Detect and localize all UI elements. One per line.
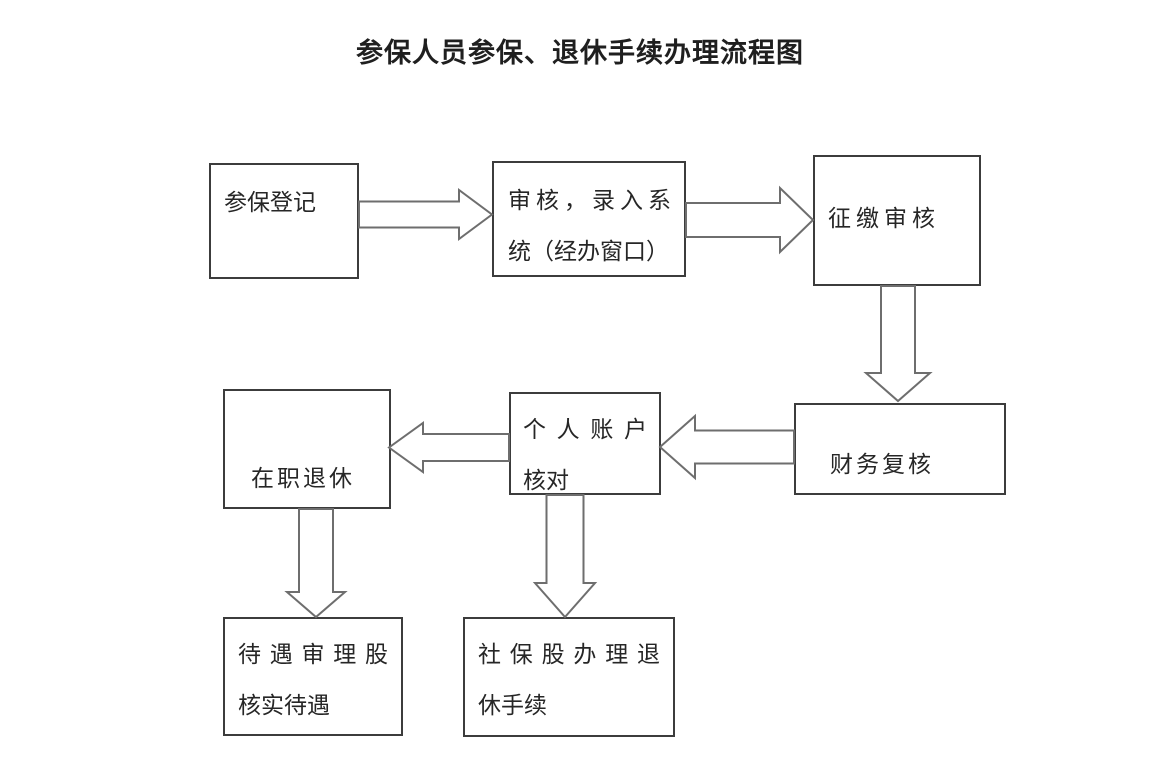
arrow-review-to-levy-icon — [685, 185, 815, 255]
node-label-line1: 待遇审理股 — [238, 641, 388, 667]
node-label: 参保登记 — [224, 189, 316, 215]
arrow-enroll-to-review-icon — [358, 188, 494, 241]
arrow-finance-to-account-icon — [658, 413, 795, 481]
node-label-line1: 个人账户 — [523, 416, 647, 442]
node-label-line1: 审核，录入系 — [508, 187, 671, 213]
node-levy-review: 征缴审核 — [813, 155, 981, 286]
node-personal-account-check: 个人账户 核对 — [509, 392, 661, 495]
node-social-security-retirement: 社保股办理退 休手续 — [463, 617, 675, 737]
node-finance-recheck: 财务复核 — [794, 403, 1006, 495]
node-label-line2: 休手续 — [478, 692, 547, 718]
arrow-account-to-retire-icon — [387, 421, 510, 474]
arrow-retire-to-treatment-icon — [284, 508, 348, 619]
node-label-line2: 统（经办窗口） — [508, 238, 669, 264]
node-label: 征缴审核 — [828, 205, 940, 231]
node-review-input-system: 审核，录入系 统（经办窗口） — [492, 161, 686, 277]
flowchart-title: 参保人员参保、退休手续办理流程图 — [356, 38, 804, 68]
arrow-account-to-social-icon — [532, 494, 598, 619]
arrow-levy-to-finance-icon — [863, 285, 933, 403]
node-label-line1: 社保股办理退 — [478, 641, 660, 667]
node-label: 财务复核 — [830, 451, 934, 477]
node-inservice-retirement: 在职退休 — [223, 389, 391, 509]
node-enroll-register: 参保登记 — [209, 163, 359, 279]
node-label: 在职退休 — [251, 465, 355, 491]
node-label-line2: 核实待遇 — [238, 692, 330, 718]
node-label-line2: 核对 — [523, 467, 569, 493]
node-treatment-review-verify: 待遇审理股 核实待遇 — [223, 617, 403, 736]
